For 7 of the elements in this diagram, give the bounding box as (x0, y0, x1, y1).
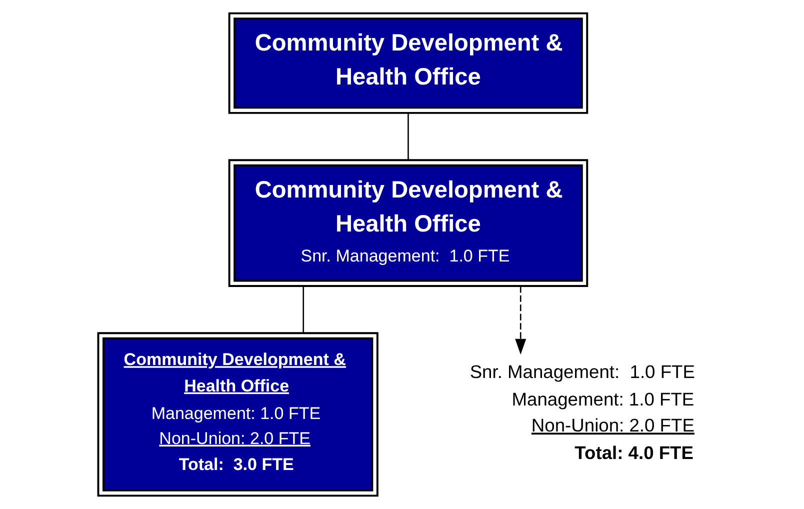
node-text: Snr. Management: 1.0 FTE Management: 1.0 FTE Non-Union: 2.0 FTE Total: 4.0 FTE (470, 360, 695, 464)
node-box: Community Development & Health Office (228, 12, 588, 114)
node-box: Community Development & Health Office Snr. Management: 1.0 FTE (228, 159, 588, 287)
connector (408, 113, 409, 160)
node-box: Community Development & Health Office Management: 1.0 FTE Non-Union: 2.0 FTE Total: 3.0 FTE (97, 332, 378, 497)
connector (302, 286, 304, 333)
arrow (515, 286, 526, 355)
